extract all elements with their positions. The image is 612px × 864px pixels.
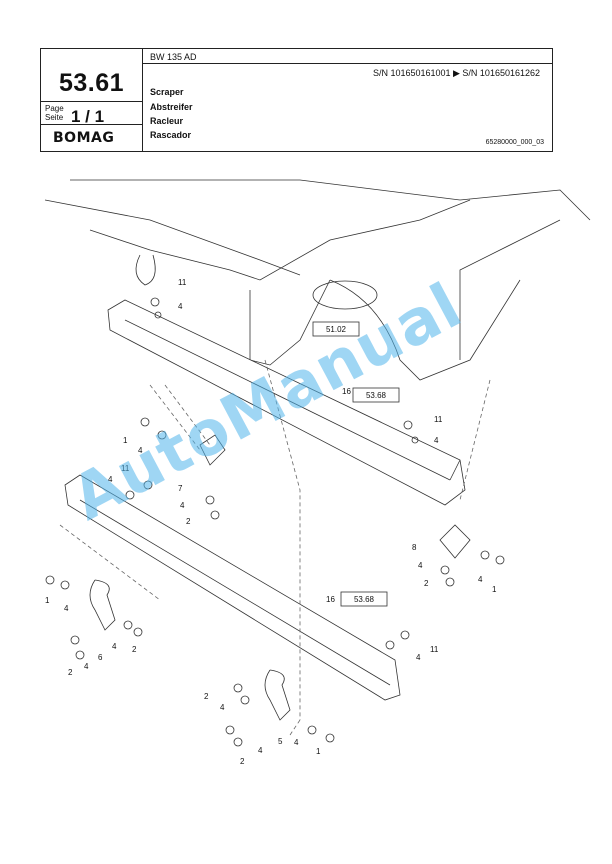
callout-label: 4 — [108, 475, 113, 484]
assembly-lines — [59, 359, 491, 736]
callout-label: 1 — [316, 747, 321, 756]
callout-label: 2 — [204, 692, 209, 701]
header-table: 53.61 Page Seite 1 / 1 BOMAG BW 135 AD S… — [40, 48, 553, 152]
scraper-bar-upper — [107, 299, 466, 506]
exploded-parts-diagram: 51.02 53.68 53.68 11 4 16 11 4 1 4 7 4 2… — [44, 179, 591, 766]
callout-label: 2 — [424, 579, 429, 588]
callout-label: 4 — [84, 662, 89, 671]
hook-6 — [89, 579, 116, 631]
callout-label: 4 — [178, 302, 183, 311]
callout-label: 2 — [240, 757, 245, 766]
scraper-bar-edge — [79, 499, 391, 686]
frame-outline — [459, 219, 561, 360]
ref-scraper-lower: 53.68 — [354, 595, 375, 604]
page-label-en: Page — [45, 104, 64, 113]
title-es: Rascador — [150, 130, 192, 140]
callout-label: 2 — [68, 668, 73, 677]
callout-label: 4 — [418, 561, 423, 570]
callout-label: 4 — [478, 575, 483, 584]
callout-label: 1 — [45, 596, 50, 605]
callout-label: 4 — [64, 604, 69, 613]
callout-label: 4 — [434, 436, 439, 445]
page-label-de: Seite — [45, 113, 64, 122]
bomag-logo: BOMAG — [53, 130, 115, 146]
callout-label: 5 — [278, 737, 283, 746]
scraper-bar-edge — [449, 459, 461, 481]
frame-outline — [70, 179, 591, 221]
header-divider — [41, 101, 142, 102]
callout-label: 4 — [220, 703, 225, 712]
model-name: BW 135 AD — [150, 52, 197, 62]
header-divider-vertical — [142, 49, 143, 151]
callout-label: 8 — [412, 543, 417, 552]
page-value: 1 / 1 — [71, 107, 105, 126]
callout-label: 11 — [430, 645, 439, 654]
callout-label: 1 — [492, 585, 497, 594]
callout-label: 4 — [180, 501, 185, 510]
ref-box-frame — [312, 321, 360, 337]
fasteners — [45, 297, 505, 747]
document-id: 65280000_000_03 — [485, 139, 544, 146]
ref-frame: 51.02 — [326, 325, 347, 334]
hook-5 — [264, 669, 291, 721]
title-de: Abstreifer — [150, 102, 193, 112]
part-number: 53.61 — [58, 69, 125, 97]
callout-label: 4 — [258, 746, 263, 755]
header-divider — [41, 124, 142, 125]
callout-label: 4 — [416, 653, 421, 662]
callout-label: 4 — [294, 738, 299, 747]
ref-box-scraper-upper — [352, 387, 400, 403]
frame-outline — [329, 279, 521, 381]
bracket-8 — [439, 524, 471, 559]
callout-label: 11 — [121, 464, 130, 473]
callout-label: 2 — [132, 645, 137, 654]
callout-label: 7 — [178, 484, 183, 493]
title-fr: Racleur — [150, 116, 184, 126]
callout-label: 11 — [178, 278, 187, 287]
lifting-hook — [135, 254, 156, 286]
serial-range: S/N 101650161001 ▶ S/N 101650161262 — [372, 68, 540, 78]
callout-label: 1 — [123, 436, 128, 445]
callout-label: 16 — [326, 595, 335, 604]
title-en: Scraper — [150, 87, 184, 97]
callout-label: 16 — [342, 387, 351, 396]
header-divider — [142, 63, 552, 64]
callout-label: 4 — [112, 642, 117, 651]
frame-outline — [249, 279, 331, 366]
callout-label: 6 — [98, 653, 103, 662]
callout-label: 11 — [434, 415, 443, 424]
callout-labels: 11 4 16 11 4 1 4 7 4 2 4 11 8 4 2 4 1 1 … — [45, 278, 497, 766]
ref-box-scraper-lower — [340, 591, 388, 607]
ref-scraper-upper: 53.68 — [366, 391, 387, 400]
scraper-bar-lower — [64, 474, 401, 701]
frame-outline — [44, 199, 301, 276]
callout-label: 2 — [186, 517, 191, 526]
bracket-7 — [199, 434, 226, 466]
scraper-bar-edge — [124, 319, 451, 481]
callout-label: 4 — [138, 446, 143, 455]
frame-hole — [312, 280, 378, 310]
frame-outline — [89, 199, 471, 281]
